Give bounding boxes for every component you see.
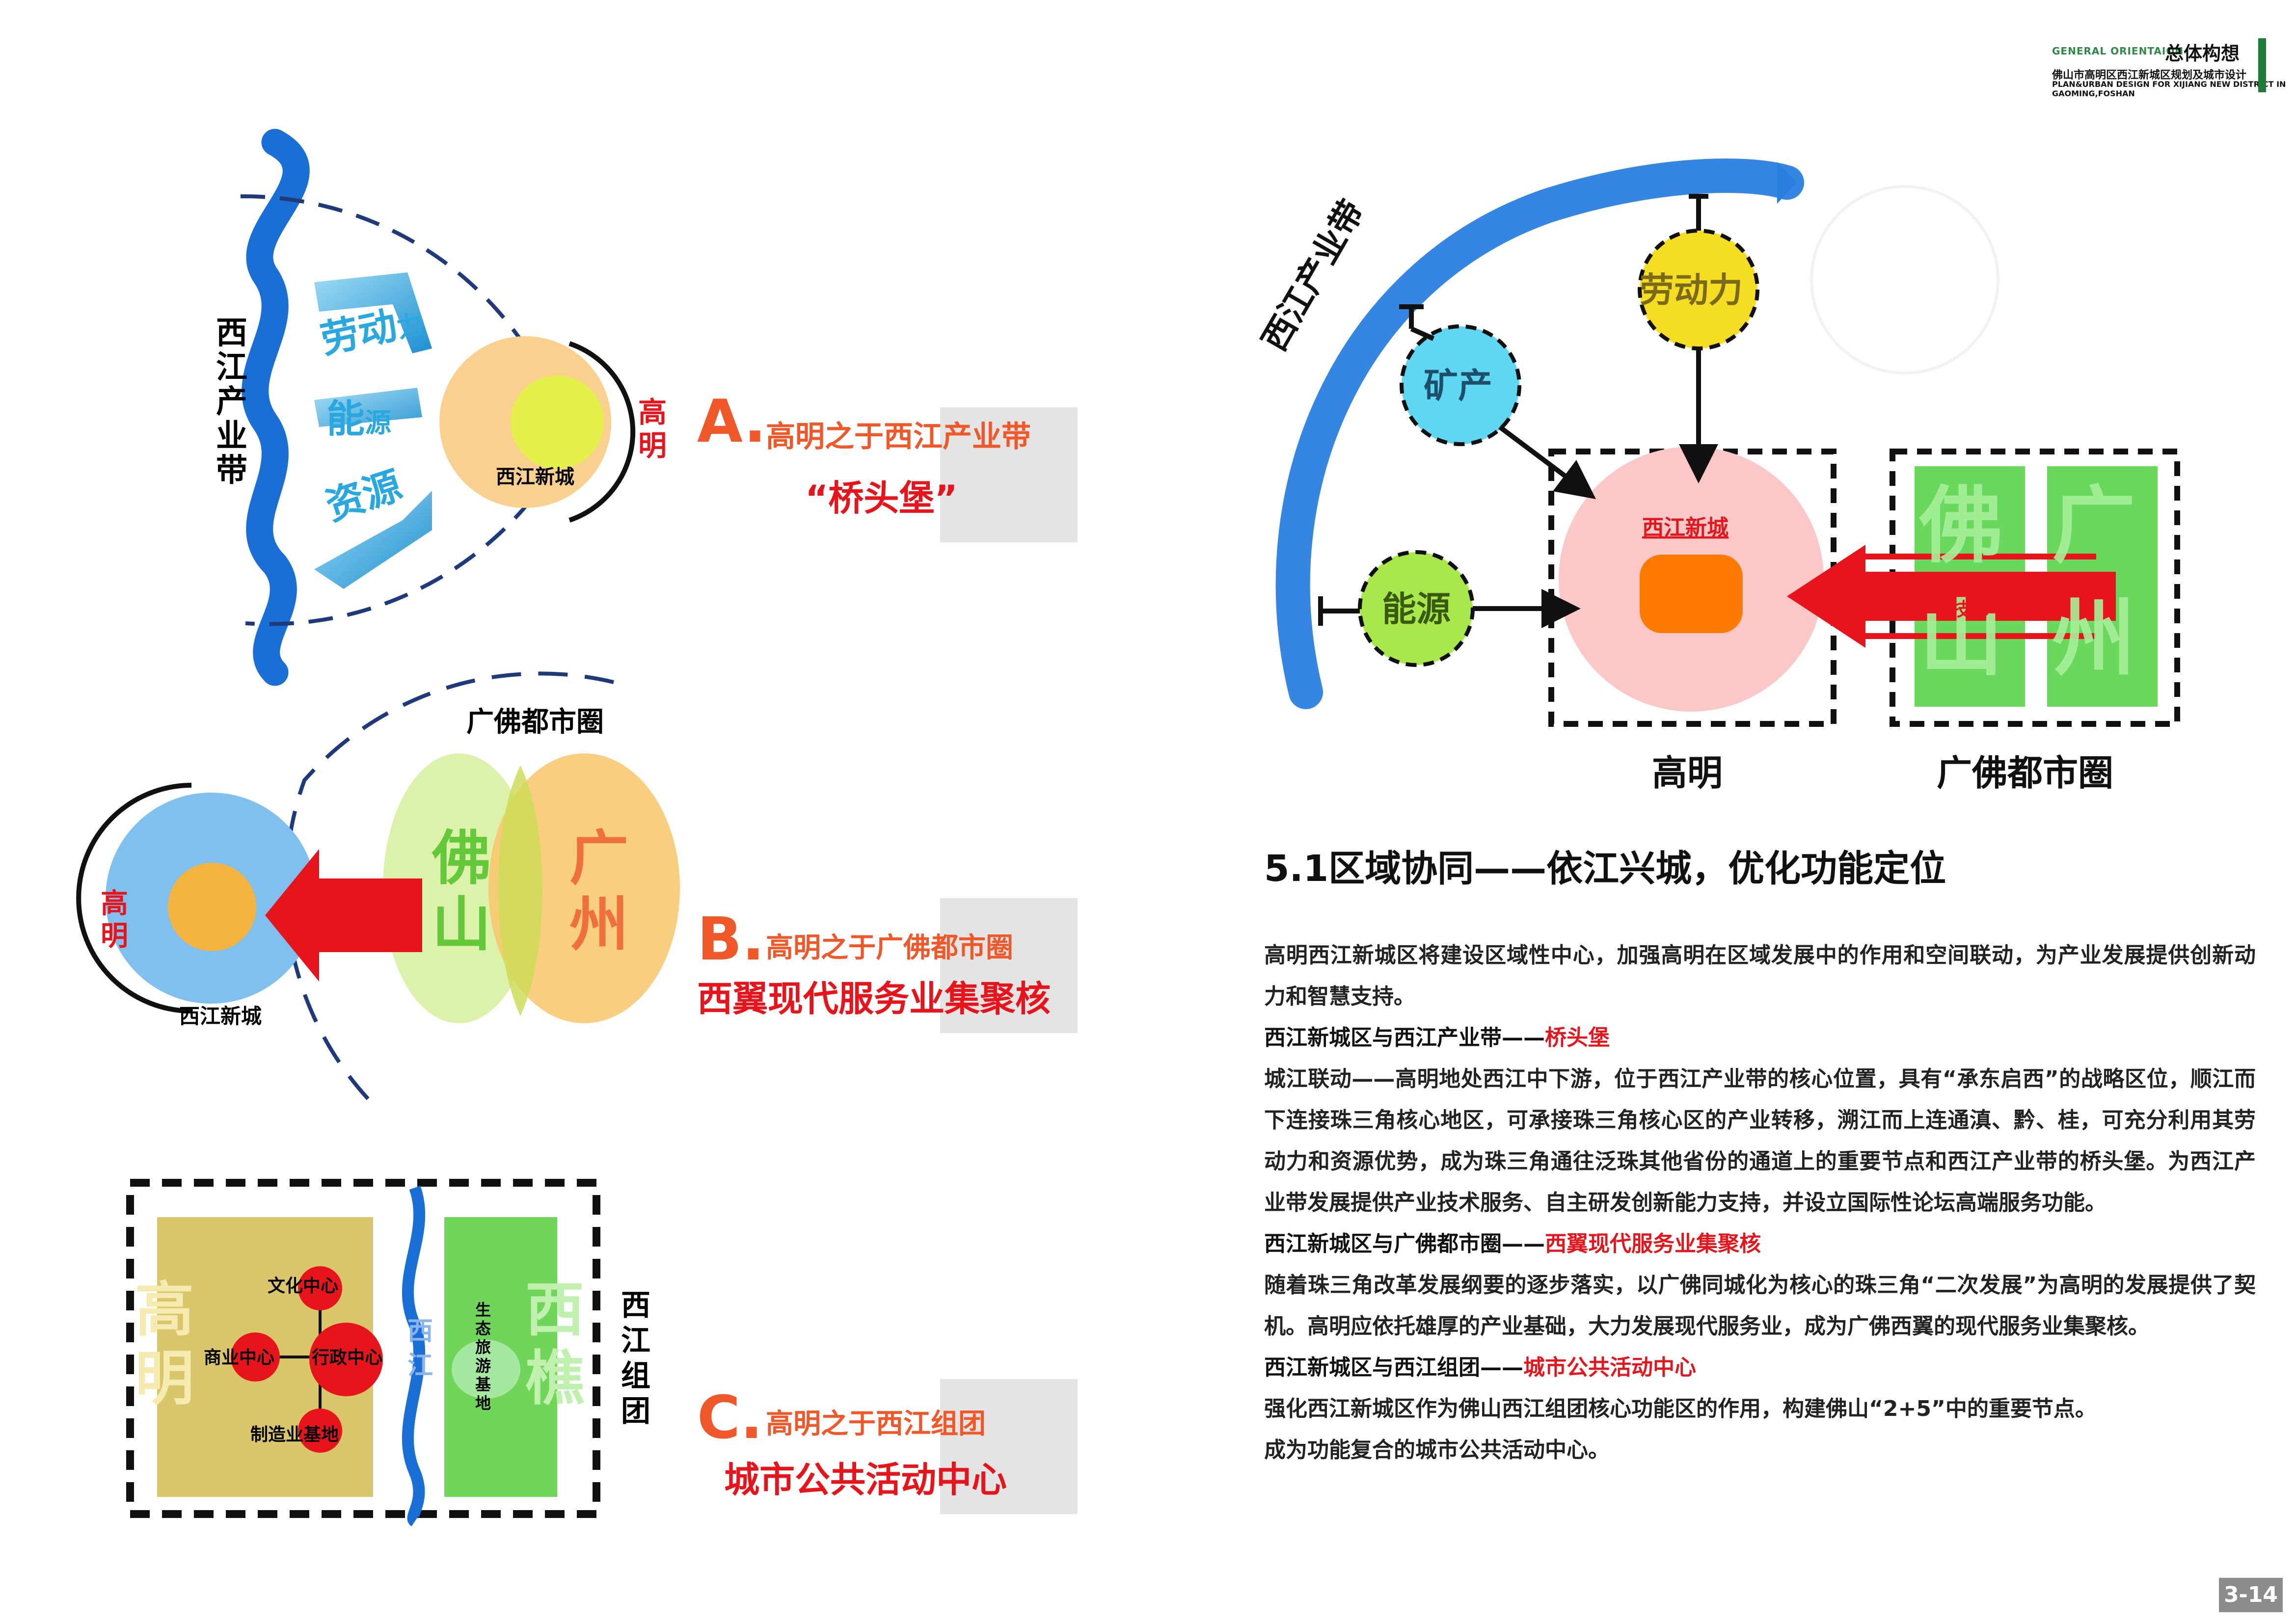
- diagram-c-caption-letter: C.: [697, 1384, 763, 1452]
- diagram-a-core-label: 西江新城: [496, 466, 574, 488]
- article-s2-heading: 西江新城区与广佛都市圈——西翼现代服务业集聚核: [1264, 1224, 2256, 1265]
- diagram-a-arrow-label-1: 能源: [326, 397, 391, 441]
- diagram-b-arrow: [265, 849, 422, 982]
- header-en-title: GENERAL ORIENTAION: [2052, 45, 2184, 57]
- diagram-c-left-label: 高明: [135, 1276, 194, 1413]
- node-admin: [309, 1323, 383, 1396]
- diagram-a: [240, 129, 636, 686]
- main-flow-label-0: 资金 、人才: [1951, 572, 2051, 593]
- diagram-a-caption-letter: A.: [697, 388, 766, 456]
- s2-key: 西翼现代服务业集聚核: [1545, 1231, 1761, 1256]
- diagram-a-river: [242, 129, 310, 686]
- diagram-c-group-label: 西江组团: [621, 1288, 650, 1429]
- article-body: 高明西江新城区将建设区域性中心，加强高明在区域发展中的作用和空间联动，为产业发展…: [1264, 935, 2256, 1471]
- s3-head: 西江新城区与西江组团——: [1264, 1355, 1523, 1380]
- diagram-c-river-label: 西江: [407, 1317, 433, 1381]
- diagram-b-caption-title: 高明之于广佛都市圈: [766, 932, 1013, 964]
- main-energy-label: 能源: [1382, 589, 1451, 629]
- header-subtitle-cn: 佛山市高明区西江新城区规划及城市设计: [2052, 69, 2247, 81]
- s2-head: 西江新城区与广佛都市圈——: [1264, 1231, 1545, 1256]
- node-manufacture-label: 制造业基地: [250, 1425, 339, 1445]
- arrow-resource: [314, 491, 432, 589]
- node-culture-label: 文化中心: [268, 1276, 338, 1296]
- diagram-b-core: [168, 863, 256, 951]
- article-intro: 高明西江新城区将建设区域性中心，加强高明在区域发展中的作用和空间联动，为产业发展…: [1264, 943, 2256, 1009]
- main-band-arrowhead: [1777, 162, 1797, 204]
- article-s1-heading: 西江新城区与西江产业带——桥头堡: [1264, 1017, 2256, 1059]
- arrow-labor: [314, 272, 432, 353]
- diagram-b-place: 高明: [101, 888, 128, 952]
- s1-head: 西江新城区与西江产业带——: [1264, 1025, 1545, 1050]
- diagram-a-bracket: [568, 341, 636, 523]
- diagram-c-river: [402, 1186, 426, 1526]
- node-commerce: [231, 1332, 280, 1382]
- article-s3-heading: 西江新城区与西江组团——城市公共活动中心: [1264, 1347, 2256, 1388]
- caption-c-tab: [940, 1379, 1078, 1514]
- article-s2-body: 随着珠三角改革发展纲要的逐步落实，以广佛同城化为核心的珠三角“二次发展”为高明的…: [1264, 1273, 2256, 1339]
- article-s1-body: 城江联动——高明地处西江中下游，位于西江产业带的核心位置，具有“承东启西”的战略…: [1264, 1066, 2256, 1215]
- main-ring-box: [1890, 449, 2180, 727]
- diagram-main: [1275, 159, 2180, 727]
- diagram-b-bracket: [76, 783, 192, 1013]
- diagram-c-caption-title: 高明之于西江组团: [766, 1408, 986, 1440]
- header-cn-title: 总体构想: [2165, 42, 2240, 64]
- diagram-b-ring: [284, 671, 614, 1106]
- diagram-b: [76, 671, 680, 1106]
- diagram-c-eco-label: 生态旅游基地: [475, 1301, 491, 1412]
- header-accent-bar: [2258, 38, 2266, 92]
- diagram-b-city2: 广州: [569, 825, 628, 959]
- node-manufacture: [298, 1409, 342, 1453]
- main-mineral: [1400, 324, 1521, 446]
- caption-a-tab: [940, 407, 1078, 542]
- diagram-a-band-label: 西江产业带: [216, 315, 247, 489]
- diagram-b-core-label: 西江新城: [179, 1004, 262, 1028]
- diagram-c-glow: [452, 1340, 520, 1399]
- main-foshan-label: 佛山: [1919, 478, 2003, 688]
- diagram-a-place-label: 高明: [638, 396, 667, 462]
- diagram-a-arc: [240, 194, 572, 626]
- diagram-b-city1: 佛山: [432, 825, 491, 959]
- diagram-c-right-label: 西樵: [525, 1276, 584, 1413]
- diagram-a-arrow-label-2: 资源: [321, 463, 407, 529]
- node-admin-label: 行政中心: [312, 1348, 382, 1368]
- diagram-c-frame: [126, 1179, 600, 1518]
- diagram-c-caption-sub: 城市公共活动中心: [724, 1459, 1007, 1500]
- main-ring-label: 广佛都市圈: [1937, 752, 2113, 794]
- diagram-a-core: [511, 375, 604, 469]
- caption-b-tab: [940, 898, 1078, 1033]
- diagram-a-caption-title: 高明之于西江产业带: [766, 420, 1031, 454]
- main-core-label: 西江新城: [1642, 515, 1729, 540]
- diagram-a-caption-sub: “桥头堡”: [805, 478, 958, 519]
- article-s3-body2: 成为功能复合的城市公共活动中心。: [1264, 1437, 1610, 1463]
- diagram-b-caption-letter: B.: [697, 905, 764, 974]
- s1-key: 桥头堡: [1545, 1025, 1610, 1050]
- diagram-b-ring-label: 广佛都市圈: [466, 706, 604, 738]
- main-labor-label: 劳动力: [1640, 270, 1743, 310]
- s3-key: 城市公共活动中心: [1523, 1355, 1696, 1380]
- node-commerce-label: 商业中心: [204, 1348, 274, 1368]
- main-flow-label-1: 技术 、管理: [1951, 599, 2051, 620]
- main-white-circle: [1810, 185, 1999, 374]
- diagram-b-caption-sub: 西翼现代服务业集聚核: [697, 978, 1051, 1019]
- diagram-c: [126, 1179, 600, 1526]
- article-title: 5.1区域协同——依江兴城，优化功能定位: [1264, 848, 1946, 890]
- main-band-arc: [1275, 159, 1804, 709]
- article-s3-body1: 强化西江新城区作为佛山西江组团核心功能区的作用，构建佛山“2+5”中的重要节点。: [1264, 1396, 2097, 1421]
- arrow-energy: [314, 388, 422, 427]
- main-core: [1640, 555, 1743, 633]
- main-gaoming-label: 高明: [1652, 752, 1723, 794]
- main-flow-arrow: [1787, 545, 1865, 648]
- diagram-b-overlap: [498, 766, 542, 1016]
- page-number: 3-14: [2219, 1578, 2283, 1612]
- main-mineral-label: 矿产: [1424, 366, 1492, 406]
- node-culture: [298, 1266, 342, 1310]
- header-subtitle-en: PLAN&URBAN DESIGN FOR XIJIANG NEW DISTRI…: [2052, 80, 2286, 98]
- diagram-b-foshan: [383, 753, 535, 1023]
- main-guangzhou-label: 广州: [2052, 478, 2135, 688]
